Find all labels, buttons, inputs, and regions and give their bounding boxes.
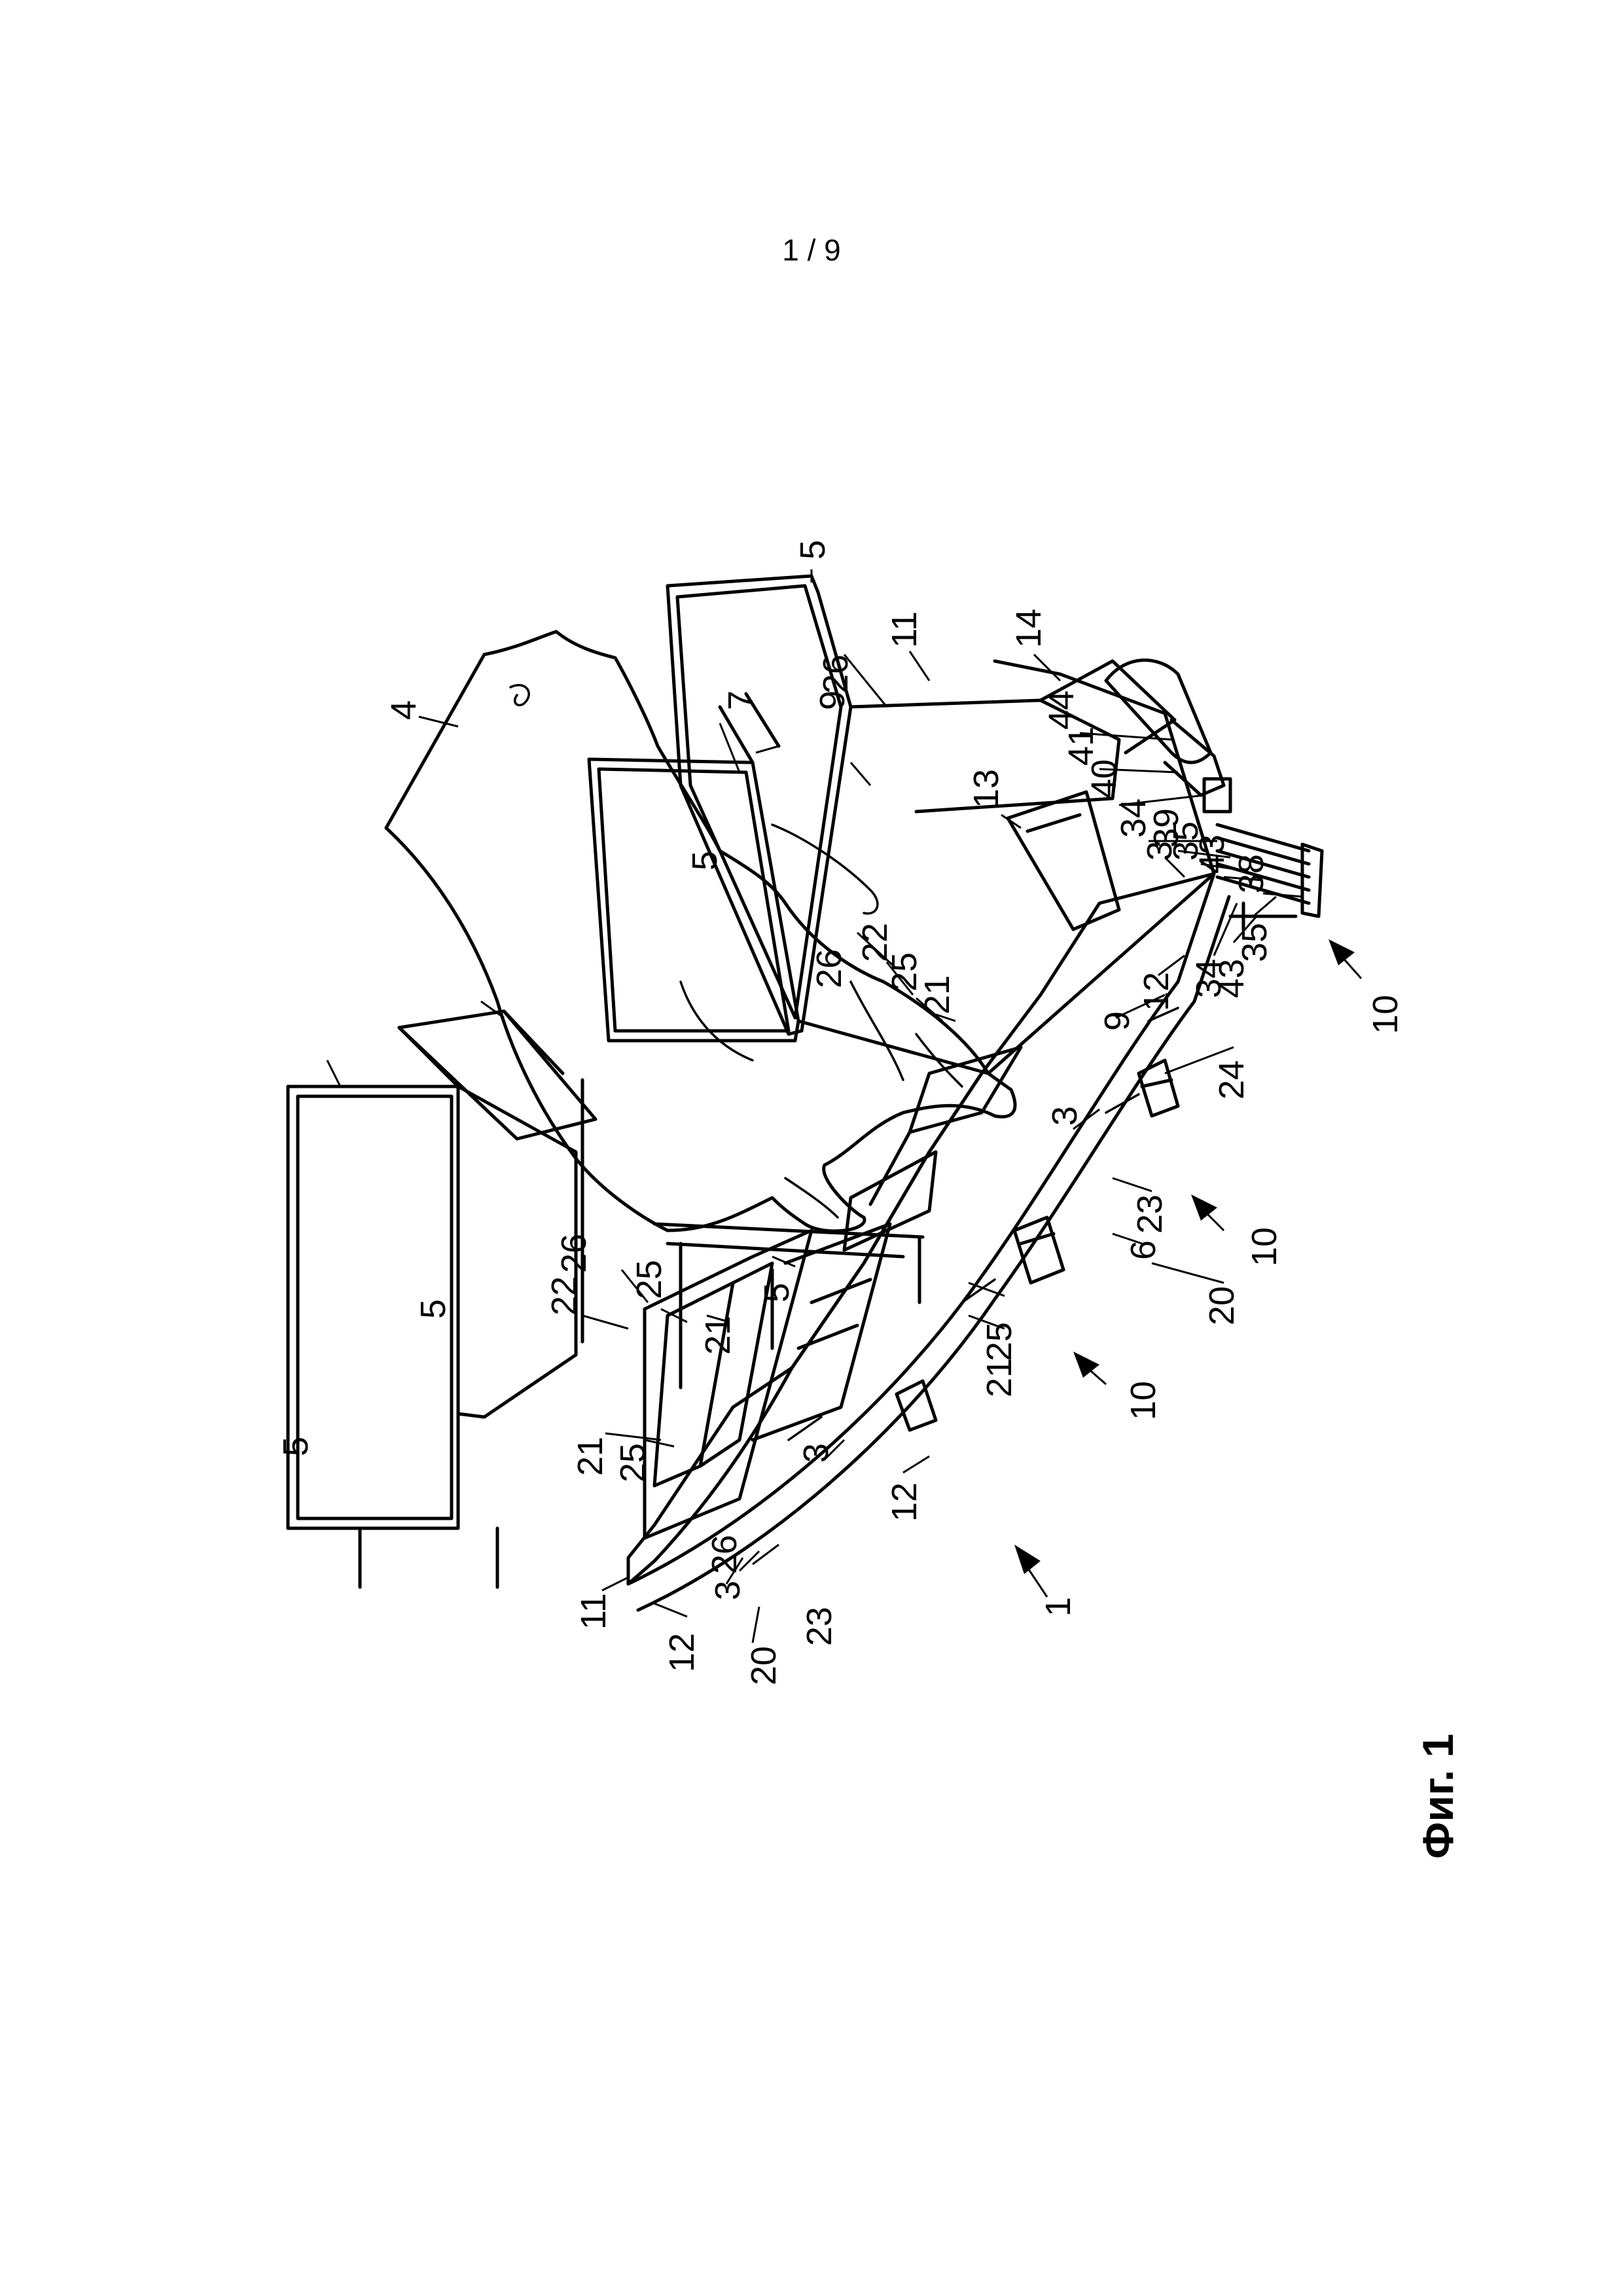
numeral-26: 26	[810, 949, 849, 988]
right-stall-floor-panel-13	[1008, 792, 1119, 929]
numeral-23: 23	[1130, 1194, 1169, 1234]
numeral-4: 4	[384, 700, 423, 720]
robot-arm-plate-40	[1204, 779, 1230, 812]
numeral-35: 35	[1235, 923, 1274, 962]
numeral-5: 5	[757, 1283, 796, 1302]
numeral-14: 14	[1009, 609, 1048, 648]
drive-unit-10-left	[1014, 1217, 1063, 1283]
numeral-5: 5	[276, 1437, 315, 1456]
numeral-43: 43	[1192, 834, 1232, 874]
cow-silhouette	[386, 632, 1015, 1231]
numeral-21: 21	[698, 1316, 738, 1355]
left-stall-floor-panel-outer	[645, 1230, 812, 1538]
numeral-21: 21	[571, 1437, 610, 1476]
numeral-9: 9	[1097, 1011, 1137, 1031]
leader-21c	[605, 1433, 661, 1440]
numeral-26: 26	[554, 1234, 594, 1273]
numeral-40: 40	[1084, 759, 1124, 798]
numeral-38: 38	[1232, 854, 1271, 893]
numeral-11: 11	[885, 611, 924, 648]
numeral-5: 5	[414, 1299, 453, 1319]
figure-caption: Фиг. 1	[1414, 1734, 1462, 1859]
numeral-7: 7	[721, 691, 760, 710]
left-stall-floor-panel-inner	[654, 1283, 733, 1486]
numeral-25: 25	[980, 1322, 1019, 1361]
numeral-10: 10	[1245, 1227, 1284, 1266]
numeral-23: 23	[800, 1607, 839, 1646]
leader-35b	[1253, 897, 1276, 916]
numeral-43: 43	[1212, 959, 1251, 998]
numeral-12: 12	[662, 1633, 702, 1672]
base-plate-joint-3	[1106, 1094, 1139, 1113]
drive-unit-10-far-left	[897, 1381, 936, 1430]
numeral-13: 13	[967, 769, 1006, 808]
numeral-3: 3	[796, 1443, 836, 1463]
leader-12c	[654, 1604, 687, 1617]
leader-20a	[1152, 1263, 1224, 1283]
numeral-10: 10	[1124, 1381, 1163, 1420]
leader-5d	[720, 723, 740, 772]
numeral-20: 20	[744, 1646, 783, 1685]
numeral-44: 44	[1042, 691, 1081, 730]
numeral-25: 25	[613, 1443, 652, 1482]
numeral-26: 26	[816, 655, 855, 694]
middle-stall-floor	[792, 1073, 982, 1368]
arrow-1-head	[1014, 1545, 1041, 1574]
numeral-1: 1	[1039, 1597, 1078, 1617]
robot-arm-end-38	[1302, 844, 1322, 916]
numeral-12: 12	[885, 1482, 924, 1522]
numeral-5: 5	[685, 851, 724, 870]
numeral-10: 10	[1366, 995, 1405, 1034]
numeral-24: 24	[1212, 1060, 1251, 1100]
numeral-20: 20	[1202, 1286, 1241, 1325]
numeral-3: 3	[1140, 841, 1179, 861]
leader-11a	[910, 651, 929, 681]
leader-20b	[753, 1607, 759, 1643]
drive-unit-10-middle	[1139, 1060, 1178, 1116]
numeral-25: 25	[630, 1260, 669, 1299]
numeral-3: 3	[708, 1581, 747, 1600]
arrow-10c-head	[1073, 1352, 1099, 1378]
numeral-21: 21	[980, 1358, 1019, 1397]
leader-12b	[903, 1456, 929, 1473]
leader-22b	[582, 1316, 628, 1329]
numeral-9: 9	[813, 691, 852, 710]
leader-4	[419, 717, 458, 726]
leader-23a	[1113, 1178, 1152, 1191]
reference-arrows	[1014, 939, 1361, 1597]
numeral-21: 21	[918, 975, 957, 1014]
left-stall-top-rail	[399, 1011, 596, 1139]
numeral-3: 3	[1045, 1106, 1084, 1126]
leader-14	[1034, 655, 1060, 681]
left-stall-post-5	[582, 1080, 772, 1388]
cow-ear	[510, 685, 529, 706]
robot-arm-link-44-41	[1165, 720, 1224, 795]
numeral-11: 11	[574, 1593, 613, 1630]
numeral-26: 26	[705, 1535, 744, 1574]
numeral-12: 12	[1137, 972, 1176, 1011]
cow-udder	[681, 982, 838, 1217]
numeral-5: 5	[793, 540, 832, 560]
leader-9a	[851, 762, 870, 785]
leader-5a	[327, 1060, 340, 1086]
leader-7	[756, 746, 779, 753]
numeral-6: 6	[1124, 1240, 1163, 1260]
leader-11b	[602, 1577, 628, 1590]
arrow-10a-head	[1329, 939, 1355, 965]
numeral-22: 22	[544, 1276, 584, 1316]
arrow-10b-head	[1191, 1194, 1217, 1221]
